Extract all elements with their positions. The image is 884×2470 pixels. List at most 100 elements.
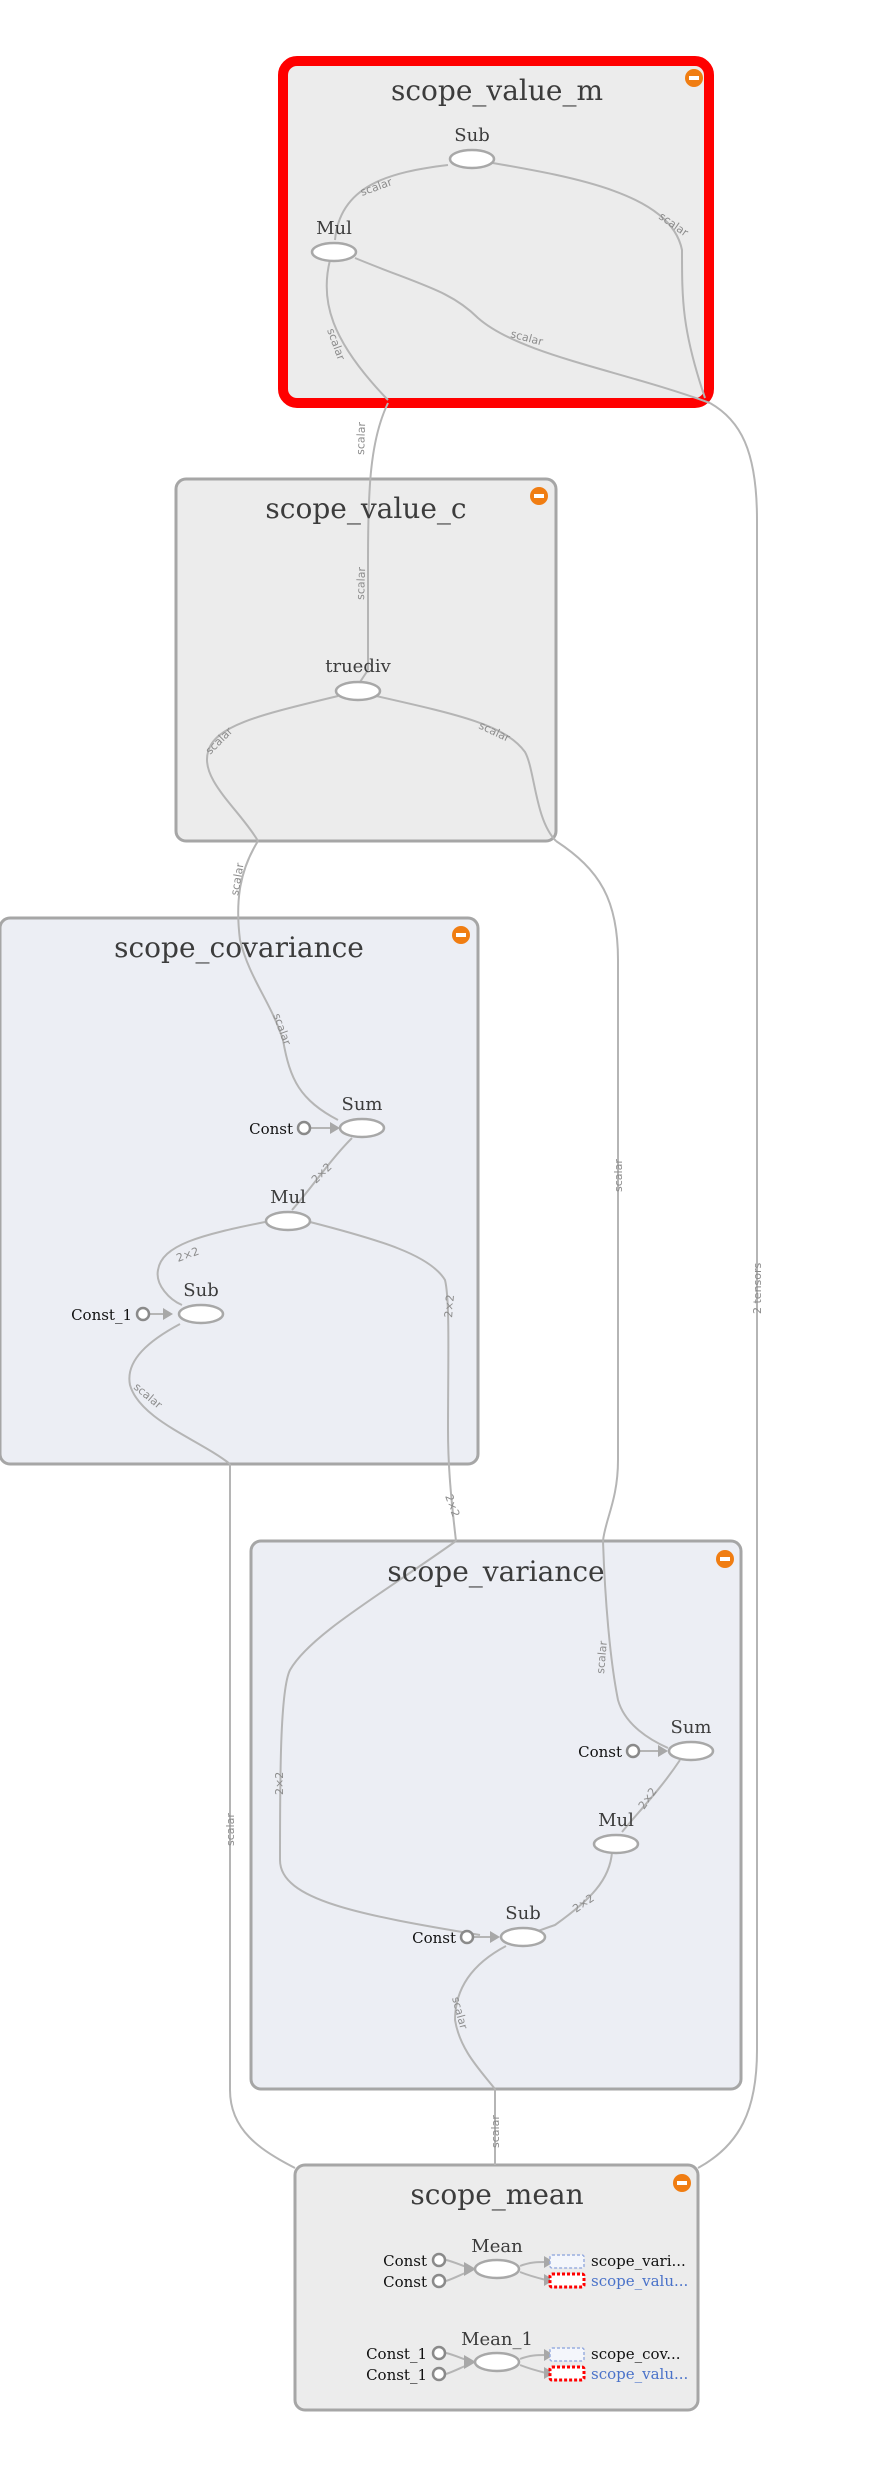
op-node-mul[interactable] (592, 1833, 640, 1855)
edge-label: scalar (224, 1813, 237, 1846)
edge-cov-mul-out (309, 1221, 457, 1542)
collapse-scope-value-c-icon[interactable] (530, 487, 548, 505)
const-node[interactable] (459, 1929, 475, 1945)
edge-c-truediv-in (359, 669, 369, 683)
edge-label: 2×2 (442, 1294, 457, 1318)
const-node[interactable] (625, 1743, 641, 1759)
scope-title-covariance: scope_covariance (114, 931, 364, 964)
scope-title-mean: scope_mean (410, 2178, 583, 2211)
edge-c-to-cov (237, 840, 339, 1121)
edge-var-sum-mul (621, 1759, 681, 1833)
arrow-cov-const1-sub (163, 1308, 173, 1320)
ref-label[interactable]: scope_valu... (591, 2272, 688, 2290)
edge-m-to-c (367, 402, 389, 670)
const-node[interactable] (431, 2273, 447, 2289)
op-label: Mul (316, 218, 352, 239)
const-node[interactable] (135, 1306, 151, 1322)
const-node[interactable] (431, 2252, 447, 2268)
op-node-sub[interactable] (177, 1303, 225, 1325)
edge-c-truediv-right (375, 695, 557, 842)
collapse-scope-variance-icon[interactable] (716, 1550, 734, 1568)
edge-var-in-left (278, 1540, 481, 1936)
scope-title-value-c: scope_value_c (265, 492, 466, 525)
ref-node-covariance[interactable] (549, 2347, 585, 2362)
op-label: Sub (183, 1280, 218, 1301)
const-label: Const (383, 2273, 427, 2291)
const-label: Const_1 (366, 2345, 427, 2363)
edge-m-sub-out (475, 159, 706, 399)
op-label: Mean_1 (461, 2329, 533, 2350)
op-node-mean[interactable] (473, 2258, 521, 2280)
edge-mean-ref-b (519, 2271, 547, 2281)
op-label: Mean (471, 2236, 523, 2257)
const-label: Const (249, 1120, 293, 1138)
scope-value-c-box[interactable] (174, 477, 558, 843)
ref-label[interactable]: scope_valu... (591, 2365, 688, 2383)
edge-label: scalar (594, 1640, 610, 1674)
const-label: Const_1 (71, 1306, 132, 1324)
op-node-mul[interactable] (264, 1210, 312, 1232)
edge-label: scalar (228, 861, 247, 896)
op-node-sub[interactable] (448, 148, 496, 170)
collapse-scope-covariance-icon[interactable] (452, 926, 470, 944)
ref-label: scope_cov... (591, 2345, 681, 2363)
op-label: Mul (270, 1187, 306, 1208)
arrow-var-const-sum (658, 1745, 668, 1757)
ref-node-value[interactable] (548, 2272, 586, 2289)
op-label: Sum (342, 1094, 383, 1115)
op-label: Sub (454, 125, 489, 146)
edge-cov-mul-sub (156, 1221, 266, 1306)
const-node[interactable] (296, 1120, 312, 1136)
op-node-truediv[interactable] (334, 680, 382, 702)
edge-m-mul-right (354, 257, 711, 404)
op-node-mean-1[interactable] (473, 2351, 521, 2373)
edge-label: 2×2 (442, 1493, 462, 1519)
op-label: Sum (671, 1717, 712, 1738)
arrow-mean1-ref-a (544, 2349, 554, 2361)
op-node-sum[interactable] (667, 1740, 715, 1762)
scope-value-m-box[interactable] (278, 56, 714, 408)
edge-cov-to-mean (229, 1464, 296, 2169)
op-node-sum[interactable] (338, 1117, 386, 1139)
edge-label: 2×2 (273, 1772, 286, 1795)
op-label: Sub (505, 1903, 540, 1924)
edge-mean1-ref-b (519, 2364, 547, 2374)
arrow-mean-ref-a (544, 2256, 554, 2268)
edge-m-to-mean (697, 402, 758, 2169)
edge-c-truediv-left (205, 695, 339, 842)
edge-label: 2 tensors (751, 1262, 764, 1314)
edge-label: scalar (354, 421, 368, 455)
op-node-mul[interactable] (310, 241, 358, 263)
collapse-scope-mean-icon[interactable] (673, 2174, 691, 2192)
edge-mean1-ref-a (519, 2354, 547, 2360)
const-label: Const (383, 2252, 427, 2270)
scope-mean-box[interactable] (293, 2163, 700, 2412)
collapse-scope-value-m-icon[interactable] (685, 69, 703, 87)
op-label: Mul (598, 1810, 634, 1831)
const-label: Const (578, 1743, 622, 1761)
const-label: Const (412, 1929, 456, 1947)
edge-m-sub-mul (334, 164, 449, 241)
scope-covariance-box[interactable] (0, 916, 480, 1466)
arrow-var-const-sub (490, 1931, 500, 1943)
ref-node-variance[interactable] (549, 2254, 585, 2269)
ref-node-value[interactable] (548, 2365, 586, 2382)
edge-cov-sub-out (128, 1323, 231, 1465)
const-node[interactable] (431, 2366, 447, 2382)
op-node-sub[interactable] (499, 1926, 547, 1948)
edge-layer (128, 159, 758, 2379)
arrow-cov-const-sum (330, 1122, 340, 1134)
const-node[interactable] (431, 2345, 447, 2361)
scope-title-value-m: scope_value_m (391, 74, 603, 107)
edge-cov-sum-mul (291, 1137, 353, 1211)
edge-label: scalar (354, 566, 368, 600)
arrow-mean-in (464, 2262, 476, 2276)
scope-title-variance: scope_variance (387, 1555, 604, 1588)
scope-variance-box[interactable] (249, 1539, 743, 2091)
arrow-mean1-in (464, 2355, 476, 2369)
edge-m-mul-down (325, 259, 389, 401)
edge-label: scalar (489, 2115, 502, 2148)
ref-label: scope_vari... (591, 2252, 686, 2270)
const-label: Const_1 (366, 2366, 427, 2384)
